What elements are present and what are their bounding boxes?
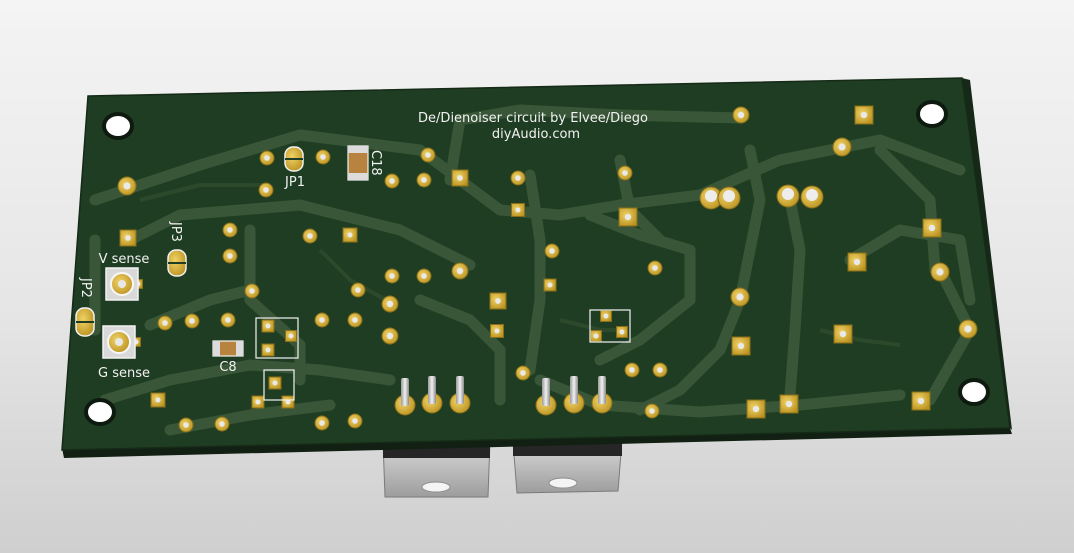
label-g-sense: G sense [98, 366, 150, 381]
board-subtitle: diyAudio.com [492, 127, 580, 142]
label-c18: C18 [368, 150, 383, 176]
jumper-pads [75, 146, 304, 337]
smd-capacitor-c8 [212, 340, 244, 357]
label-v-sense: V sense [99, 252, 150, 267]
label-jp3: JP3 [168, 221, 183, 242]
regulator-leads [394, 376, 613, 416]
pcb-edge [62, 428, 1012, 458]
solder-pads [117, 105, 978, 433]
smd-capacitor-c18 [347, 145, 369, 181]
label-jp1: JP1 [284, 175, 305, 190]
silkscreen: De/Dienoiser circuit by Elvee/Diego diyA… [78, 111, 648, 381]
label-jp2: JP2 [78, 277, 93, 298]
sense-connectors [102, 267, 139, 359]
label-c8: C8 [219, 360, 236, 375]
mounting-holes [84, 100, 990, 426]
board-title: De/Dienoiser circuit by Elvee/Diego [418, 111, 648, 126]
